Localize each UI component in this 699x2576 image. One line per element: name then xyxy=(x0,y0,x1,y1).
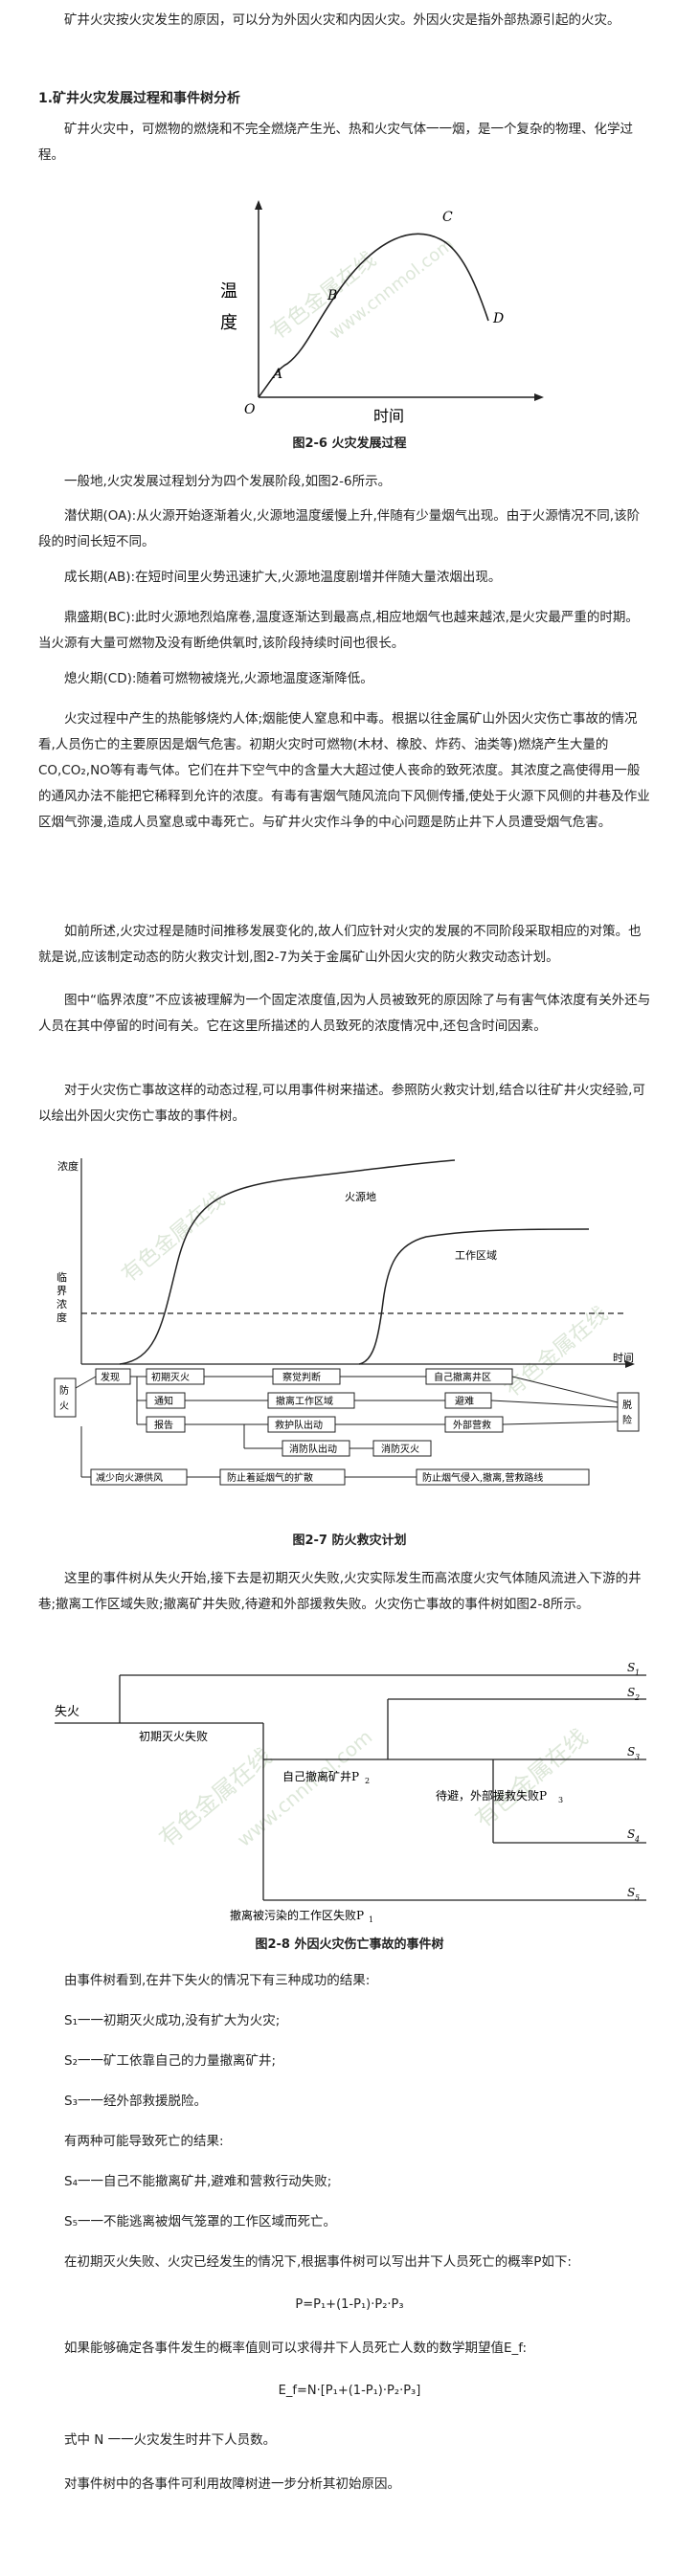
y-axis-label: 浓度 xyxy=(57,1159,79,1173)
svg-text:2: 2 xyxy=(365,1777,370,1785)
box-text: 通知 xyxy=(154,1395,173,1407)
box-text: 防止着延烟气的扩散 xyxy=(227,1471,313,1484)
out-paragraph: 熄火期(CD):随着可燃物被烧光,火源地温度逐渐降低。 xyxy=(64,671,373,686)
critical-label: 浓 xyxy=(56,1298,67,1310)
svg-text:S: S xyxy=(627,1661,635,1674)
box-text: 火 xyxy=(59,1400,69,1412)
result-s5: S₅一一不能逃离被烟气笼罩的工作区域而死亡。 xyxy=(64,2214,336,2229)
box-text: 发现 xyxy=(101,1371,120,1383)
point-c-label: C xyxy=(442,210,453,225)
svg-text:S: S xyxy=(627,1686,635,1699)
dynamic-paragraph: 如前所述,火灾过程是随时间推移发展变化的,故人们应针对火灾的发展的不同阶段采取相… xyxy=(38,924,642,965)
watermark: www.cnnmol.com xyxy=(233,1725,376,1851)
box-text: 消防灭火 xyxy=(381,1443,419,1455)
x-axis-arrow xyxy=(534,393,544,401)
box-text: 撤离工作区域 xyxy=(276,1395,333,1407)
critical-label: 界 xyxy=(56,1285,67,1297)
tree-paragraph: 这里的事件树从失火开始,接下去是初期灭火失败,火灾实际发生而高浓度火灾气体随风流… xyxy=(38,1571,642,1612)
result-s1: S₁一一初期灭火成功,没有扩大为火灾; xyxy=(64,2013,281,2028)
watermark: 有色金属在线 xyxy=(470,1724,593,1833)
event-tree-lines xyxy=(55,1674,646,1901)
x-axis-arrow xyxy=(625,1360,635,1368)
critical-label: 度 xyxy=(56,1310,67,1324)
box-text: 察觉判断 xyxy=(282,1371,321,1383)
expectation-paragraph: 如果能够确定各事件发生的概率值则可以求得井下人员死亡人数的数学期望值E_f: xyxy=(64,2341,528,2356)
lurk-paragraph: 潜伏期(OA):从火源开始逐渐着火,火源地温度缓慢上升,伴随有少量烟气出现。由于… xyxy=(38,508,641,549)
figure-2-7-caption: 图2-7 防火救灾计划 xyxy=(292,1534,407,1548)
svg-text:1: 1 xyxy=(635,1669,640,1677)
point-b-label: B xyxy=(327,288,337,303)
point-a-label: A xyxy=(271,367,282,382)
stages-paragraph: 一般地,火灾发展过程划分为四个发展阶段,如图2-6所示。 xyxy=(64,474,392,489)
fire-curve xyxy=(258,233,489,398)
origin-label: O xyxy=(244,402,256,417)
peak-paragraph: 鼎盛期(BC):此时火源地烈焰席卷,温度逐渐达到最高点,相应地烟气也越来越浓,是… xyxy=(38,610,639,651)
critical-paragraph: 图中“临界浓度”不应该被理解为一个固定浓度值,因为人员被致死的原因除了与有害气体… xyxy=(38,993,651,1034)
critical-label: 临 xyxy=(56,1270,67,1284)
box-text: 自己撤离井区 xyxy=(434,1371,491,1383)
svg-text:2: 2 xyxy=(634,1693,640,1702)
y-label: 温 xyxy=(220,281,237,302)
initial-fail-label: 初期灭火失败 xyxy=(139,1729,208,1743)
two-results-paragraph: 有两种可能导致死亡的结果: xyxy=(64,2134,224,2149)
n-definition: 式中 N 一一火灾发生时井下人员数。 xyxy=(64,2432,277,2448)
result-s2: S₂一一矿工依靠自己的力量撤离矿井; xyxy=(64,2053,277,2069)
fire-development-chart: 有色金属在线 www.cnnmol.com 温 度 时间 O A B C D xyxy=(220,200,544,425)
box-text: 减少向火源供风 xyxy=(96,1471,163,1484)
result-s3: S₃一一经外部救援脱险。 xyxy=(64,2094,207,2109)
y-axis-arrow xyxy=(255,200,262,210)
box-text: 脱 xyxy=(622,1399,632,1411)
toxic-paragraph: 火灾过程中产生的热能够烧灼人体;烟能使人窒息和中毒。根据以往金属矿山外因火灾伤亡… xyxy=(38,711,650,830)
box-text: 消防队出动 xyxy=(289,1443,337,1455)
grow-paragraph: 成长期(AB):在短时间里火势迅速扩大,火源地温度剧增并伴随大量浓烟出现。 xyxy=(64,570,502,585)
event-tree-diagram: 有色金属在线 www.cnnmol.com 有色金属在线 失火 初期灭火失败 自… xyxy=(55,1661,646,1924)
expectation-formula: E_f=N·[P₁+(1-P₁)·P₂·P₃] xyxy=(278,2384,421,2398)
fire-source-label: 火源地 xyxy=(345,1190,376,1203)
work-area-curve xyxy=(358,1228,590,1365)
svg-text:5: 5 xyxy=(635,1893,640,1902)
probability-paragraph: 在初期灭火失败、火灾已经发生的情况下,根据事件树可以写出井下人员死亡的概率P如下… xyxy=(64,2254,572,2270)
x-label: 时间 xyxy=(373,407,404,425)
svg-text:4: 4 xyxy=(634,1835,640,1844)
result-s4: S₄一一自己不能撤离矿井,避难和营救行动失败; xyxy=(64,2174,332,2189)
work-area-label: 工作区域 xyxy=(455,1249,497,1262)
plan-boxes: 防 火 脱 险 发现 初期灭火 察觉判断 自己撤离井区 通知 撤离工作区域 避难… xyxy=(54,1368,640,1486)
svg-text:S: S xyxy=(627,1745,635,1758)
box-text: 报告 xyxy=(154,1419,173,1431)
intro-paragraph: 矿井火灾按火灾发生的原因，可以分为外因火灾和内因火灾。外因火灾是指外部热源引起的… xyxy=(64,12,620,28)
self-evac-label: 自己撤离矿井P xyxy=(282,1769,359,1783)
box-text: 避难 xyxy=(455,1395,474,1407)
svg-text:3: 3 xyxy=(635,1753,640,1761)
box-text: 外部营救 xyxy=(453,1419,491,1431)
fire-label: 失火 xyxy=(55,1705,79,1719)
plan-connectors xyxy=(75,1376,619,1478)
wait-label: 待避，外部援救失败P xyxy=(436,1788,547,1803)
svg-text:S: S xyxy=(627,1827,635,1841)
point-d-label: D xyxy=(492,311,504,326)
y-label: 度 xyxy=(220,313,237,333)
death-probability-formula: P=P₁+(1-P₁)·P₂·P₃ xyxy=(295,2297,404,2312)
figure-2-8-caption: 图2-8 外因火灾伤亡事故的事件树 xyxy=(255,1938,444,1952)
three-results-paragraph: 由事件树看到,在井下失火的情况下有三种成功的结果: xyxy=(64,1973,371,1988)
last-paragraph: 对事件树中的各事件可利用故障树进一步分析其初始原因。 xyxy=(64,2476,400,2492)
box-text: 救护队出动 xyxy=(275,1419,323,1431)
watermark: 有色金属在线 xyxy=(266,248,380,345)
fire-rescue-plan-diagram: 有色金属在线 有色金属在线 浓度 时间 临 界 浓 度 火源地 工作区域 防 火… xyxy=(54,1158,640,1486)
box-text: 防 xyxy=(59,1384,69,1397)
box-text: 初期灭火 xyxy=(151,1371,190,1383)
box-text: 防止烟气侵入,撤离,营救路线 xyxy=(422,1471,543,1484)
svg-text:3: 3 xyxy=(558,1796,563,1804)
evac-fail-label: 撤离被污染的工作区失败P xyxy=(230,1908,364,1922)
svg-text:1: 1 xyxy=(369,1915,373,1924)
fire-paragraph: 矿井火灾中，可燃物的燃烧和不完全燃烧产生光、热和火灾气体一一烟，是一个复杂的物理… xyxy=(38,122,633,163)
tree-intro-paragraph: 对于火灾伤亡事故这样的动态过程,可以用事件树来描述。参照防火救灾计划,结合以往矿… xyxy=(38,1083,645,1124)
fire-source-curve xyxy=(119,1159,456,1365)
time-label: 时间 xyxy=(613,1352,634,1364)
figure-2-6-caption: 图2-6 火灾发展过程 xyxy=(292,437,407,451)
section-title: 1.矿井火灾发展过程和事件树分析 xyxy=(38,91,241,106)
box-text: 险 xyxy=(622,1414,632,1426)
svg-text:S: S xyxy=(627,1886,635,1899)
